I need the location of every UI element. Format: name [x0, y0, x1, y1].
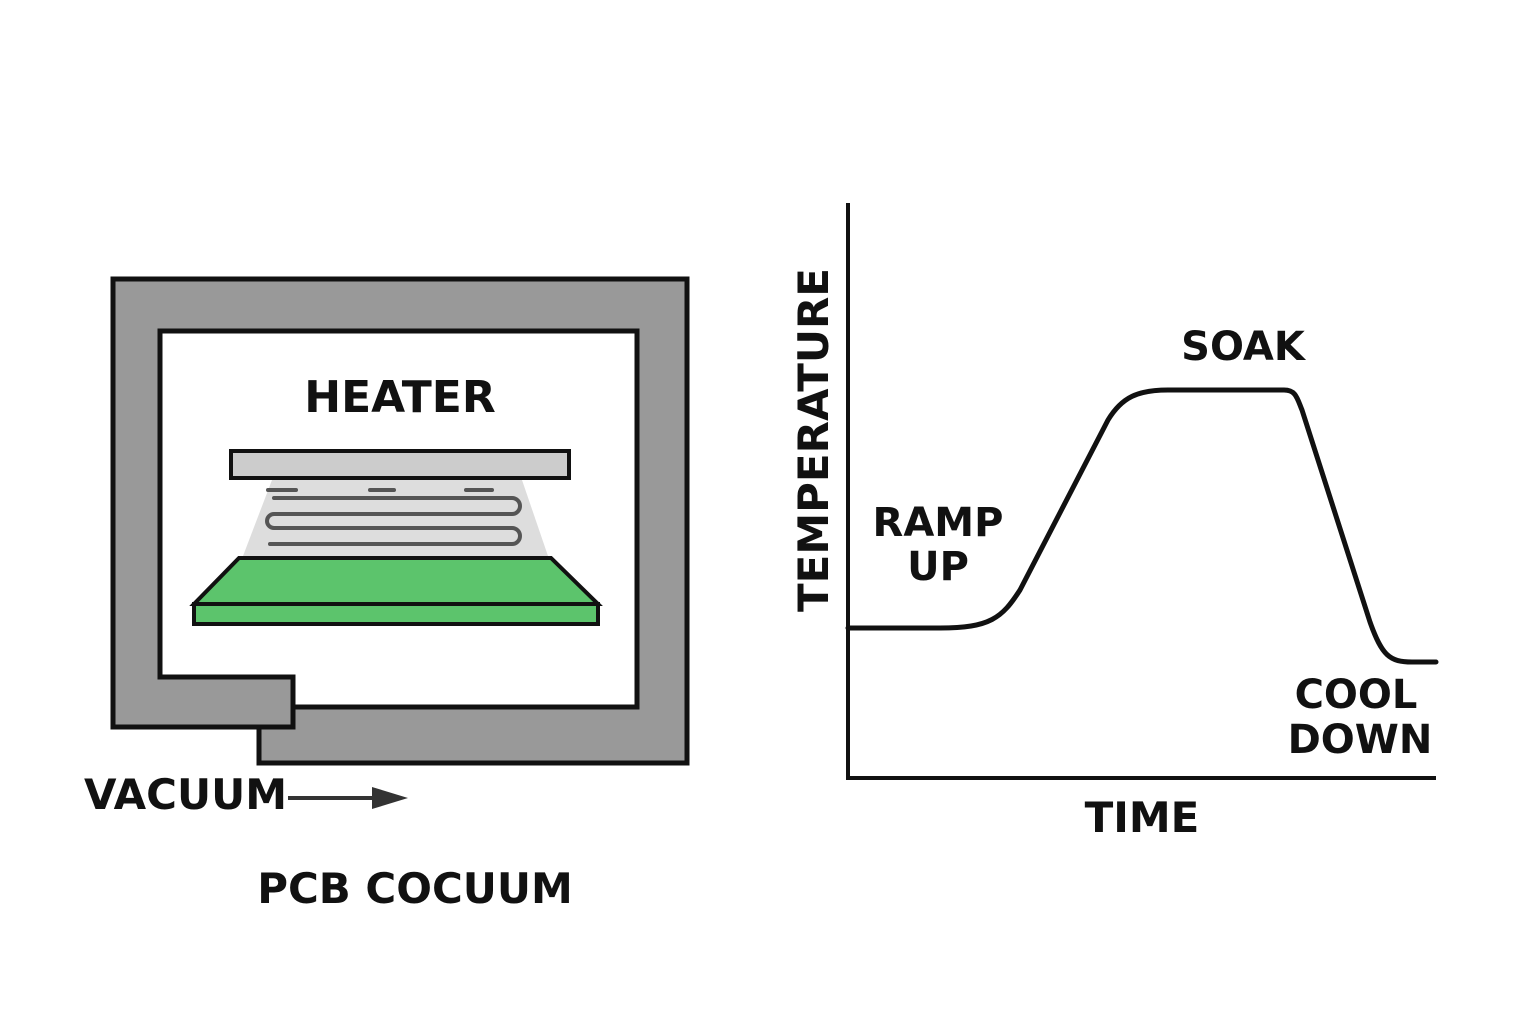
- x-axis-label: TIME: [1085, 793, 1200, 842]
- pcb-board-icon: [189, 556, 603, 626]
- vacuum-label: VACUUM: [84, 770, 287, 819]
- vacuum-chamber: HEATER VACUUM PCB COCUUM: [84, 276, 690, 913]
- phase-ramp-up-line1: RAMP: [873, 500, 1004, 546]
- y-axis-label: TEMPERATURE: [789, 268, 838, 612]
- phase-soak: SOAK: [1181, 324, 1307, 370]
- heating-coil-icon: [265, 488, 522, 546]
- chamber-port-step: [259, 677, 296, 730]
- phase-cool-down-line1: COOL: [1295, 672, 1418, 718]
- temperature-curve: [845, 387, 1439, 665]
- phase-ramp-up-line2: UP: [907, 544, 969, 590]
- chamber-wall: [110, 276, 690, 766]
- phase-cool-down-line2: DOWN: [1288, 717, 1433, 763]
- temperature-profile: TEMPERATURE TIME RAMP UP SOAK COOL DOWN: [789, 203, 1439, 842]
- heater-plate: [229, 449, 571, 480]
- chamber-caption: PCB COCUUM: [257, 864, 573, 913]
- arrow-right-icon: [288, 787, 408, 809]
- heater-label: HEATER: [304, 372, 495, 423]
